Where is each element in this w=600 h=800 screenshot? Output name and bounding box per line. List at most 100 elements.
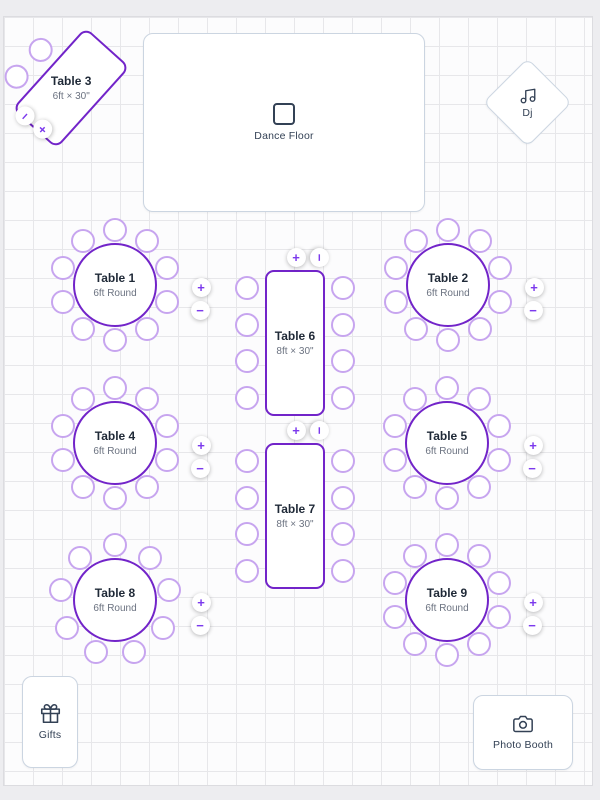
chair — [235, 485, 259, 510]
table-name-label: Table 8 — [94, 586, 136, 600]
table-name-label: Table 6 — [274, 329, 316, 343]
chair — [331, 485, 355, 510]
remove-seat-button[interactable]: − — [309, 420, 329, 440]
chair — [103, 218, 127, 242]
chair — [135, 386, 160, 411]
chair — [488, 256, 513, 281]
remove-seat-button[interactable]: − — [190, 615, 210, 635]
chair — [402, 386, 427, 411]
chair — [50, 256, 75, 281]
dj-booth[interactable]: Dj — [482, 57, 572, 147]
dance-floor-label: Dance Floor — [254, 130, 314, 142]
chair — [235, 558, 259, 583]
table-name-label: Table 5 — [426, 429, 468, 443]
table-size-label: 8ft × 30" — [276, 519, 314, 530]
chair — [435, 533, 459, 557]
photo-booth[interactable]: Photo Booth — [473, 695, 573, 770]
table-name-label: Table 2 — [427, 271, 469, 285]
chair — [235, 276, 259, 301]
table-table-5[interactable]: Table 5 6ft Round — [405, 401, 489, 485]
chair — [468, 228, 493, 253]
chair — [435, 376, 459, 400]
chair — [235, 449, 259, 474]
add-seat-button[interactable]: + — [286, 247, 306, 267]
chair — [84, 639, 109, 664]
chair — [383, 256, 408, 281]
chair — [436, 218, 460, 242]
chair — [103, 376, 127, 400]
chair — [403, 228, 428, 253]
add-seat-button[interactable]: + — [286, 420, 306, 440]
add-seat-button[interactable]: + — [191, 592, 211, 612]
add-seat-button[interactable]: + — [523, 435, 543, 455]
chair — [331, 276, 355, 301]
chair — [383, 289, 408, 314]
dance-floor[interactable]: Dance Floor — [143, 33, 425, 212]
chair — [121, 639, 146, 664]
chair — [103, 328, 127, 352]
chair — [235, 349, 259, 374]
chair — [48, 578, 73, 603]
gifts-table[interactable]: Gifts — [22, 676, 78, 768]
remove-seat-button[interactable]: − — [523, 300, 543, 320]
chair — [435, 643, 459, 667]
chair — [487, 447, 512, 472]
chair — [103, 486, 127, 510]
chair — [235, 312, 259, 337]
table-label: Table 4 6ft Round — [93, 429, 136, 457]
chair — [436, 328, 460, 352]
table-table-2[interactable]: Table 2 6ft Round — [406, 243, 490, 327]
chair — [155, 289, 180, 314]
table-size-label: 6ft × 30" — [52, 91, 90, 102]
chair — [467, 386, 492, 411]
chair — [155, 414, 180, 439]
remove-seat-button[interactable]: − — [190, 300, 210, 320]
add-seat-button[interactable]: + — [191, 435, 211, 455]
chair — [157, 578, 182, 603]
chair — [402, 475, 427, 500]
remove-seat-button[interactable]: − — [190, 458, 210, 478]
table-label: Table 6 8ft × 30" — [275, 329, 315, 357]
chair — [155, 447, 180, 472]
chair — [331, 558, 355, 583]
table-name-label: Table 7 — [274, 502, 316, 516]
chair — [467, 475, 492, 500]
chair — [402, 543, 427, 568]
chair — [135, 228, 160, 253]
table-name-label: Table 4 — [94, 429, 136, 443]
chair — [488, 289, 513, 314]
chair — [70, 317, 95, 342]
table-size-label: 8ft × 30" — [276, 346, 314, 357]
add-seat-button[interactable]: + — [524, 277, 544, 297]
table-table-6[interactable]: Table 6 8ft × 30" — [265, 270, 325, 416]
chair — [331, 312, 355, 337]
table-table-7[interactable]: Table 7 8ft × 30" — [265, 443, 325, 589]
table-size-label: 6ft Round — [425, 446, 469, 457]
chair — [55, 615, 80, 640]
table-label: Table 7 8ft × 30" — [275, 502, 315, 530]
chair — [331, 522, 355, 547]
chair — [487, 414, 512, 439]
photo-booth-label: Photo Booth — [493, 739, 553, 751]
remove-seat-button[interactable]: − — [522, 458, 542, 478]
remove-seat-button[interactable]: − — [309, 247, 329, 267]
add-seat-button[interactable]: + — [523, 592, 543, 612]
add-seat-button[interactable]: + — [191, 277, 211, 297]
gifts-label: Gifts — [38, 729, 62, 741]
chair — [331, 349, 355, 374]
table-table-4[interactable]: Table 4 6ft Round — [73, 401, 157, 485]
table-size-label: 6ft Round — [93, 446, 137, 457]
remove-seat-button[interactable]: − — [522, 615, 542, 635]
chair — [67, 545, 92, 570]
table-name-label: Table 9 — [426, 586, 468, 600]
table-size-label: 6ft Round — [426, 288, 470, 299]
